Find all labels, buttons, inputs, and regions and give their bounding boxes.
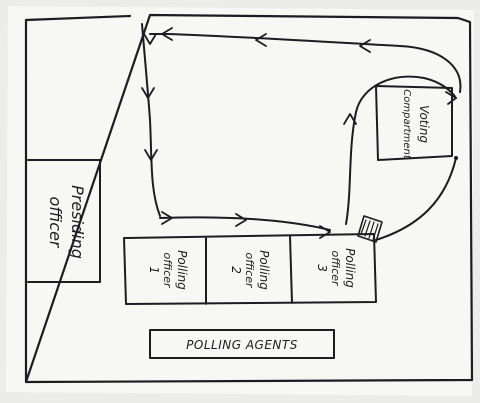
arrow-head-5 (235, 213, 247, 227)
arrow-head-9 (359, 39, 371, 53)
voting-compartment-label-line2: Compartment (401, 89, 412, 160)
arrow-head-4 (161, 211, 173, 225)
voter-flow-path (141, 23, 462, 241)
arrow-head-6 (319, 225, 331, 239)
arrow-head-11 (161, 27, 173, 41)
polling-officer-2: Polling officer 2 (229, 250, 271, 290)
arrow-head-10 (255, 33, 267, 47)
polling-officer-3: Polling officer 3 (315, 248, 357, 288)
polling-officer-1: Polling officer 1 (147, 250, 189, 290)
arrow-head-7 (343, 113, 357, 125)
voting-compartment-label-line1: Voting (417, 105, 431, 143)
arrow-head-1 (143, 33, 157, 45)
polling-agents-label: POLLING AGENTS (186, 338, 298, 352)
polling-officer-3-label-line1: Polling (343, 248, 357, 288)
polling-agents-box: POLLING AGENTS (149, 329, 335, 359)
presiding-officer-label-line1: Presiding (68, 185, 87, 259)
polling-officer-2-label-line2: officer (243, 252, 256, 289)
polling-officer-1-number: 1 (147, 266, 161, 274)
hatched-gate (357, 215, 383, 243)
polling-officers-table: Polling officer 1 Polling officer 2 Poll… (123, 233, 377, 305)
paper-sheet (6, 6, 474, 396)
presiding-officer-label-line2: officer (46, 197, 65, 249)
polling-officer-2-number: 2 (229, 266, 243, 274)
arrow-head-3 (144, 149, 158, 161)
polling-officer-2-label-line1: Polling (257, 250, 271, 290)
arrow-head-2 (141, 87, 155, 99)
polling-officer-1-label-line1: Polling (175, 250, 189, 290)
polling-officer-3-number: 3 (315, 264, 329, 272)
presiding-officer-box: Presiding officer (27, 159, 101, 283)
flow-dot (454, 156, 458, 160)
voting-compartment-box: Voting Compartment (375, 85, 453, 161)
arrow-head-8 (445, 91, 457, 105)
polling-officer-3-label-line2: officer (329, 250, 342, 287)
polling-officer-1-label-line2: officer (161, 252, 174, 289)
room-boundary (24, 13, 474, 384)
